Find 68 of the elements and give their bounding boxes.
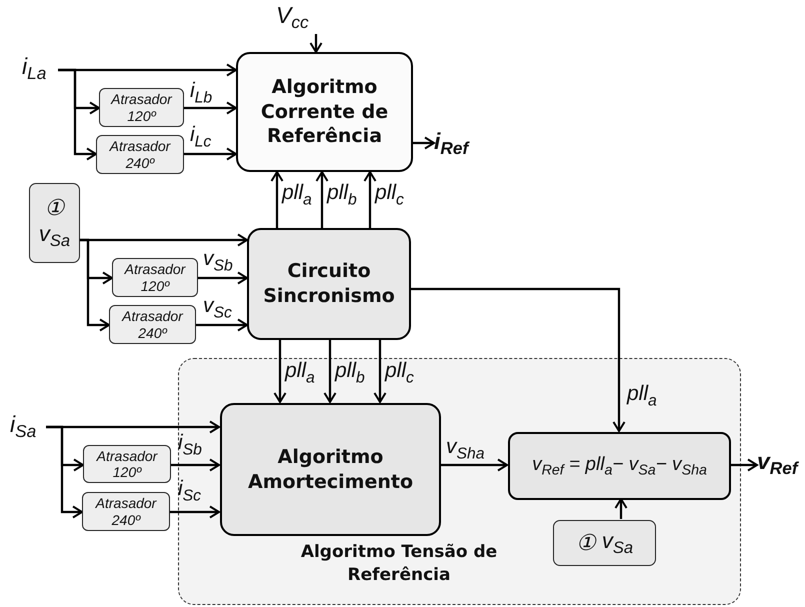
signal-label: V$_{cc}$ bbox=[276, 2, 320, 34]
output-label: i$_{Ref}$ bbox=[434, 128, 490, 160]
formula-box bbox=[508, 432, 731, 500]
box-title: Circuito Sincronismo bbox=[262, 259, 396, 309]
delay-block bbox=[109, 305, 196, 344]
arrow bbox=[184, 148, 237, 160]
process-box bbox=[220, 403, 441, 536]
edge-label: pll$_{c}$ bbox=[385, 360, 414, 386]
output-label: v$_{Ref}$ bbox=[757, 446, 803, 482]
delay-block bbox=[83, 445, 171, 483]
signal-label: v$_{Sa}$ bbox=[38, 221, 70, 251]
delay-label: Atrasador 120º bbox=[123, 261, 187, 294]
arrow bbox=[274, 340, 286, 403]
arrow bbox=[270, 171, 284, 228]
box-title: Algoritmo Amortecimento bbox=[246, 444, 414, 494]
arrow bbox=[614, 498, 628, 519]
arrow bbox=[310, 34, 322, 53]
edge-label: i$_{Sc}$ bbox=[178, 478, 202, 504]
edge-label: pll$_{a}$ bbox=[285, 360, 315, 386]
process-box bbox=[247, 228, 411, 340]
circled-number: ① bbox=[44, 195, 64, 222]
delay-label: Atrasador 120º bbox=[110, 91, 174, 124]
delay-block bbox=[82, 492, 170, 531]
source-block bbox=[553, 520, 656, 566]
arrow bbox=[80, 238, 110, 332]
arrow bbox=[364, 171, 376, 228]
arrow bbox=[730, 458, 758, 472]
edge-label: pll$_{b}$ bbox=[327, 182, 357, 208]
edge-label: v$_{Sc}$ bbox=[203, 295, 232, 322]
delay-block bbox=[112, 258, 198, 297]
arrow bbox=[171, 458, 220, 472]
arrow bbox=[411, 288, 626, 432]
edge-label: i$_{Lc}$ bbox=[190, 124, 212, 150]
circled-number: ① bbox=[576, 530, 596, 556]
group-region bbox=[178, 358, 741, 605]
arrow bbox=[316, 171, 328, 228]
arrow bbox=[170, 506, 220, 518]
group-title: Algoritmo Tensão de Referência bbox=[300, 541, 498, 587]
arrow bbox=[374, 340, 386, 403]
box-title: Algoritmo Corrente de Referência bbox=[260, 74, 390, 150]
edge-label: i$_{Lb}$ bbox=[190, 80, 212, 106]
arrow bbox=[324, 340, 336, 403]
source-block bbox=[29, 183, 80, 263]
edge-label: v$_{Sha}$ bbox=[446, 436, 485, 462]
signal-label: v$_{Sa}$ bbox=[602, 528, 634, 558]
arrow bbox=[46, 426, 83, 518]
delay-label: Atrasador 240º bbox=[94, 495, 158, 528]
edge-label: i$_{Sb}$ bbox=[178, 432, 202, 458]
edge-label: pll$_{a}$ bbox=[282, 182, 312, 208]
edge-label: pll$_{b}$ bbox=[335, 360, 365, 386]
delay-label: Atrasador 240º bbox=[120, 308, 184, 341]
edge-label: pll$_{a}$ bbox=[627, 383, 657, 410]
arrow bbox=[440, 458, 508, 472]
delay-label: Atrasador 120º bbox=[95, 448, 159, 480]
delay-block bbox=[99, 88, 184, 127]
arrow bbox=[184, 102, 237, 114]
arrow bbox=[198, 272, 248, 284]
delay-label: Atrasador 240º bbox=[108, 138, 172, 171]
process-box bbox=[236, 52, 413, 172]
signal-label: i$_{Sa}$ bbox=[10, 410, 46, 444]
arrow bbox=[196, 318, 248, 332]
edge-label: pll$_{c}$ bbox=[375, 182, 404, 208]
arrow bbox=[58, 68, 97, 160]
delay-block bbox=[96, 135, 184, 174]
formula-text: v$_{Ref}$ = pll$_{a}$− v$_{Sa}$− v$_{Sha}$ bbox=[532, 454, 707, 478]
arrow bbox=[413, 136, 435, 150]
signal-label: i$_{La}$ bbox=[22, 52, 58, 86]
edge-label: v$_{Sb}$ bbox=[203, 248, 233, 274]
